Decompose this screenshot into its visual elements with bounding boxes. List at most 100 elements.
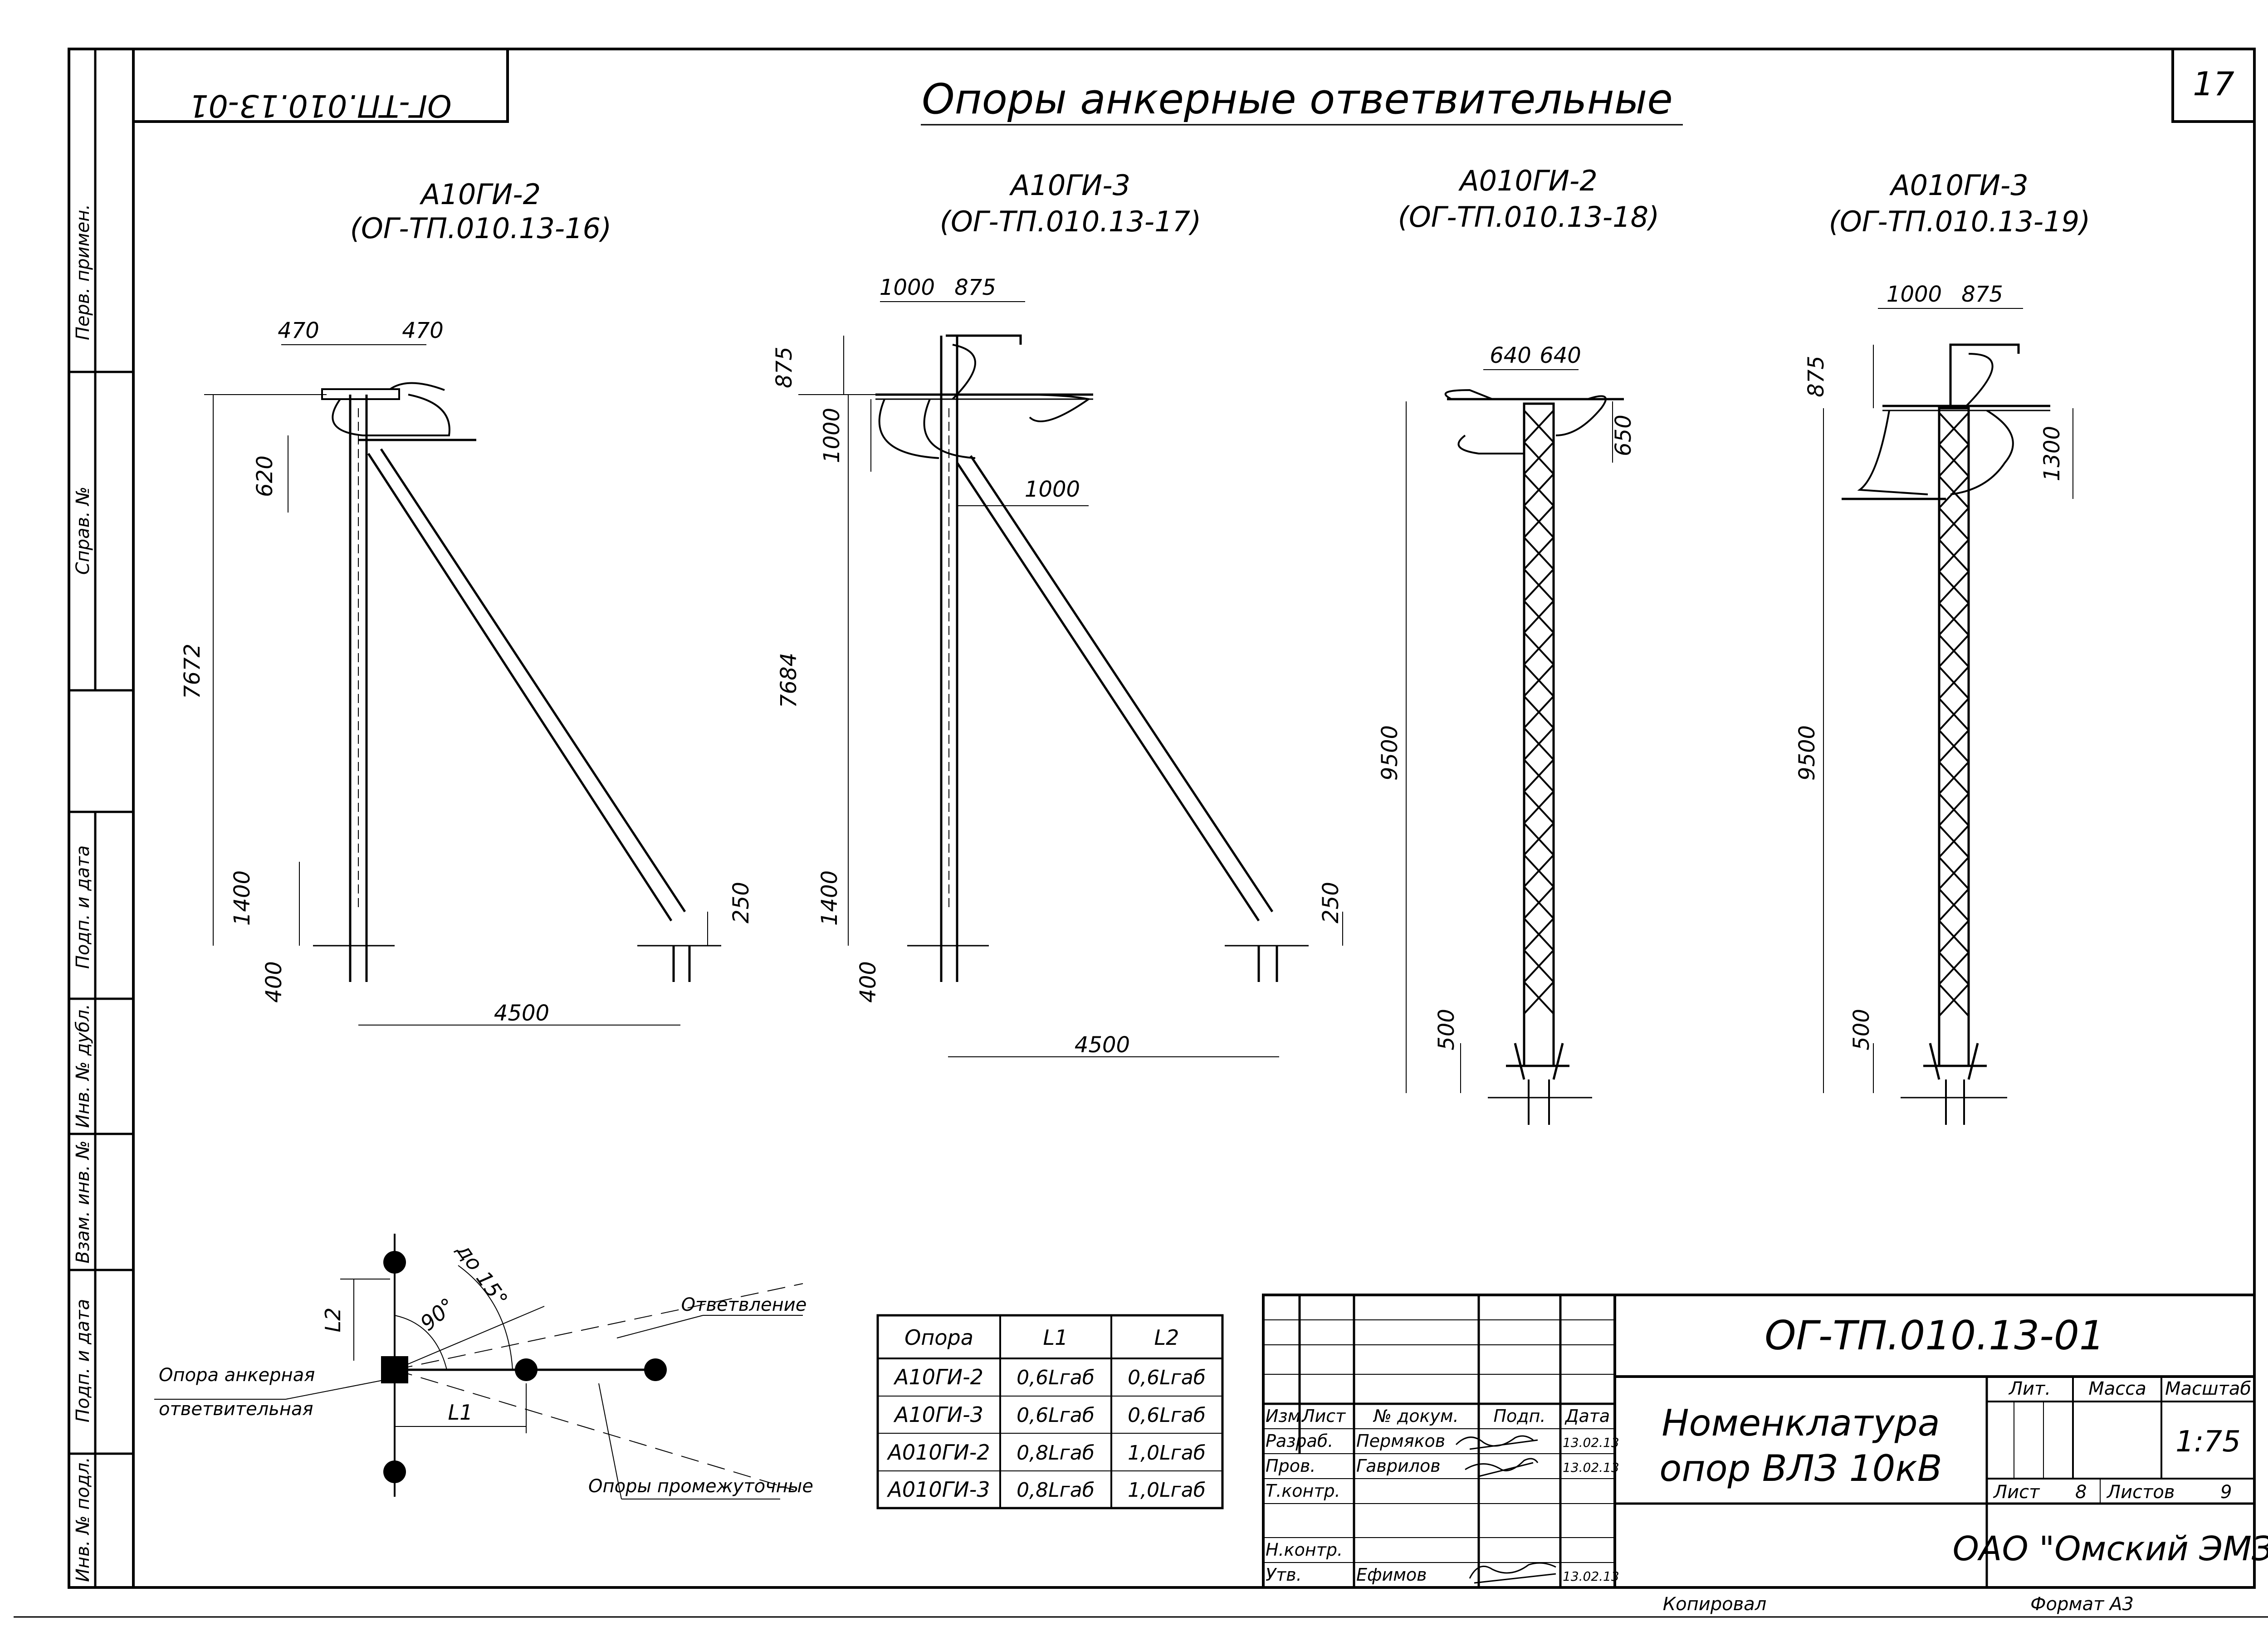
dim-label: 875 [954, 275, 996, 300]
lattice-brace [1523, 695, 1554, 729]
l2-label: L2 [321, 1308, 345, 1333]
lattice-brace [1523, 759, 1554, 792]
lattice-brace [1938, 507, 1970, 541]
lit-label: Лит. [2008, 1378, 2051, 1399]
dim-label: 1000 [880, 275, 935, 300]
stamp-role: Пров. [1266, 1456, 1315, 1476]
stamp-person: Пермяков [1356, 1431, 1445, 1451]
lattice-brace [1523, 854, 1554, 888]
dim-label: 640 [1540, 343, 1581, 368]
support-ref: (ОГ-ТП.010.13-17) [940, 205, 1202, 238]
table-cell: А010ГИ-3 [886, 1477, 990, 1502]
dim-label: 875 [1804, 356, 1829, 397]
support-headers: А10ГИ-2 (ОГ-ТП.010.13-16) А10ГИ-3 (ОГ-ТП… [350, 164, 2091, 245]
mirrored-code: ОГ-ТП.010.13-01 [189, 88, 451, 123]
table-cell: 0,6Lгаб [1017, 1366, 1095, 1389]
lattice-brace [1523, 410, 1554, 443]
dim-label: 7672 [180, 644, 205, 699]
lattice-brace [1938, 444, 1970, 477]
lattice-brace [1938, 825, 1970, 858]
lattice-brace [1523, 791, 1554, 824]
side-label: Инв. № подл. [73, 1457, 93, 1582]
col-header: Лист [1301, 1406, 1346, 1426]
table-cell: 0,8Lгаб [1017, 1479, 1095, 1502]
table-header: L2 [1154, 1325, 1179, 1350]
signature [1455, 1435, 1538, 1450]
dim-label: 620 [252, 455, 278, 497]
stamp-date: 13.02.13 [1563, 1435, 1619, 1450]
support-name: А010ГИ-2 [1458, 164, 1598, 197]
lattice-brace [1938, 793, 1970, 826]
lattice-brace [1523, 981, 1554, 1015]
l1-label: L1 [448, 1400, 473, 1425]
lattice-brace [1523, 822, 1554, 856]
sheets-label: Листов [2106, 1482, 2175, 1503]
support-ref: (ОГ-ТП.010.13-19) [1829, 205, 2091, 238]
table-header: Опора [904, 1325, 973, 1350]
lattice-brace [1938, 761, 1970, 795]
stamp-role: Утв. [1266, 1565, 1302, 1585]
dim-label: 1400 [230, 870, 255, 926]
dim-label: 500 [1849, 1009, 1874, 1050]
dim-label: 400 [855, 961, 881, 1003]
copied-label: Копировал [1663, 1594, 1767, 1615]
lattice-brace [1523, 886, 1554, 919]
support-name: А010ГИ-3 [1889, 169, 2028, 202]
dim-label: 500 [1434, 1009, 1459, 1050]
signature [1465, 1458, 1539, 1477]
dim-label: 875 [1961, 282, 2003, 307]
lattice-brace [1938, 920, 1970, 953]
branch-label: Ответвление [681, 1294, 807, 1315]
intermediate-support-mark [383, 1251, 406, 1274]
support-a10gi3: 1000 875 875 1000 1000 7684 1400 400 450… [772, 275, 1344, 1058]
table-cell: 1,0Lгаб [1128, 1441, 1206, 1465]
lattice [1938, 412, 1970, 1017]
stamp-title-1: Номенклатура [1662, 1402, 1940, 1444]
right-angle-label: 90° [415, 1293, 459, 1336]
table-cell: 1,0Lгаб [1128, 1479, 1206, 1502]
intermediate-support-mark [644, 1358, 667, 1381]
lattice-brace [1938, 729, 1970, 763]
lattice-brace [1523, 600, 1554, 634]
support-ref: (ОГ-ТП.010.13-16) [350, 212, 612, 245]
dim-label: 1000 [819, 408, 845, 463]
dim-label: 4500 [494, 1001, 549, 1026]
stamp-person: Гаврилов [1356, 1456, 1441, 1476]
dim-label: 400 [261, 961, 287, 1003]
dim-label: 1000 [1025, 477, 1080, 502]
side-label: Инв. № дубл. [73, 1004, 93, 1128]
lattice-brace [1938, 539, 1970, 572]
stamp-code: ОГ-ТП.010.13-01 [1765, 1312, 2105, 1359]
support-ref: (ОГ-ТП.010.13-18) [1398, 200, 1660, 234]
lattice-brace [1523, 537, 1554, 570]
branch-scheme: до 15° 90° L2 L1 Ответвление Опора анкер… [154, 1234, 813, 1499]
sheet-label: Лист [1993, 1482, 2040, 1503]
lattice-brace [1938, 983, 1970, 1017]
dim-label: 1300 [2039, 426, 2065, 481]
lattice-brace [1938, 634, 1970, 668]
table-cell: 0,6Lгаб [1128, 1366, 1206, 1389]
side-label: Подп. и дата [73, 845, 93, 969]
dim-label: 875 [772, 347, 797, 388]
span-table: Опора L1 L2 А10ГИ-2 0,6Lгаб 0,6Lгаб А10Г… [876, 1314, 1224, 1509]
lattice-brace [1938, 475, 1970, 509]
side-strip: Перв. примен. Справ. № Подп. и дата Инв.… [68, 49, 135, 1587]
mirrored-code-box: ОГ-ТП.010.13-01 [132, 48, 509, 123]
table-cell: А10ГИ-2 [893, 1365, 983, 1389]
lattice-brace [1938, 602, 1970, 636]
table-cell: 0,8Lгаб [1017, 1441, 1095, 1465]
side-label: Справ. № [73, 487, 93, 575]
stamp-role: Разраб. [1266, 1431, 1333, 1451]
lattice-brace [1523, 918, 1554, 951]
page-number-box: 17 [2171, 48, 2256, 123]
dim-label: 650 [1611, 415, 1636, 456]
stamp-role: Н.контр. [1266, 1540, 1343, 1560]
lattice-brace [1523, 664, 1554, 697]
col-header: Изм. [1266, 1406, 1306, 1426]
lattice-brace [1938, 698, 1970, 731]
stamp-date: 13.02.13 [1563, 1569, 1619, 1584]
sheets-value: 9 [2220, 1482, 2232, 1503]
stamp-person: Ефимов [1356, 1565, 1427, 1585]
